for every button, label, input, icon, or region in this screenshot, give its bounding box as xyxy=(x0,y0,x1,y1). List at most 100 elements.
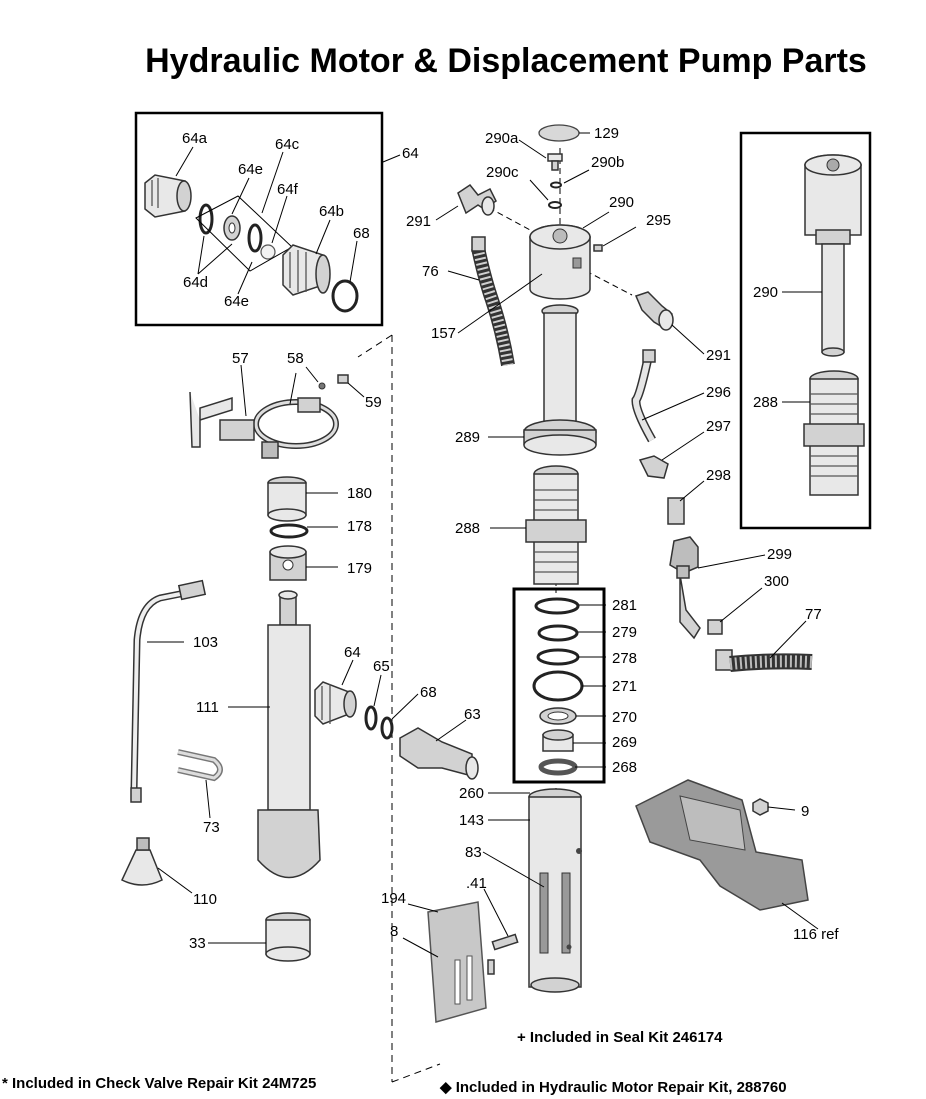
label-76: 76 xyxy=(422,263,439,280)
label-8: 8 xyxy=(390,923,398,940)
screw-41 xyxy=(491,933,519,951)
label-64f: 64f xyxy=(277,181,299,198)
elbow-297-shape xyxy=(638,455,669,479)
label-297: 297 xyxy=(706,418,731,435)
label-260: 260 xyxy=(459,785,484,802)
seat-64e-shape xyxy=(228,222,236,234)
label-65: 65 xyxy=(373,658,390,675)
screw-290a xyxy=(547,153,563,171)
fitting-64a-shape xyxy=(176,180,192,212)
exploded-parts-diagram-shape xyxy=(536,648,580,666)
exploded-parts-diagram-shape xyxy=(435,205,459,221)
pump-cylinder-143-shape xyxy=(566,944,572,950)
valve-110-shape xyxy=(121,849,163,886)
label-279: 279 xyxy=(612,624,637,641)
piston-rod-289 xyxy=(523,304,597,456)
cylinder-288-shape xyxy=(525,519,587,543)
label-288-box: 288 xyxy=(753,394,778,411)
nut-179-shape xyxy=(269,545,307,559)
label-111: 111 xyxy=(196,699,219,716)
elbow-291-top-shape xyxy=(481,196,495,216)
exploded-parts-diagram-shape xyxy=(197,235,233,275)
motor-head-290 xyxy=(529,224,591,300)
fitting-64b xyxy=(282,244,331,296)
housing-33-shape xyxy=(265,946,311,962)
label-64e: 64e xyxy=(238,161,263,178)
label-296: 296 xyxy=(706,384,731,401)
label-299: 299 xyxy=(767,546,792,563)
tube-296 xyxy=(631,349,656,443)
exploded-parts-diagram-shape xyxy=(175,146,194,177)
guard-8 xyxy=(427,901,495,1023)
seal-269-shape xyxy=(542,729,574,741)
label-83: 83 xyxy=(465,844,482,861)
exploded-parts-diagram-shape xyxy=(331,279,359,313)
nut-9-shape xyxy=(752,798,769,816)
label-33: 33 xyxy=(189,935,206,952)
label-64: 64 xyxy=(344,644,361,661)
label-157: 157 xyxy=(431,325,456,342)
fitting-63-shape xyxy=(465,756,479,780)
guard-8-shape xyxy=(454,959,461,1005)
label-278: 278 xyxy=(612,650,637,667)
exploded-parts-diagram-shape xyxy=(289,372,297,405)
label-103: 103 xyxy=(193,634,218,651)
clamp-57-shape xyxy=(297,397,321,413)
bracket-116-shape xyxy=(679,795,746,851)
label-291: 291 xyxy=(406,213,431,230)
motor-head-290-shape xyxy=(552,228,568,244)
label-64d: 64d xyxy=(183,274,208,291)
exploded-parts-diagram-shape xyxy=(483,888,509,937)
screw-290a-shape xyxy=(551,160,559,171)
pump-cylinder-143 xyxy=(528,788,582,993)
plug-295-shape xyxy=(593,244,603,252)
label-268: 268 xyxy=(612,759,637,776)
fitting-63-shape xyxy=(399,727,473,777)
hose-76-shape xyxy=(471,236,486,252)
oring-178 xyxy=(269,523,309,539)
hose-77-shape xyxy=(715,649,733,671)
pump-body-111 xyxy=(257,590,321,879)
label-300: 300 xyxy=(764,573,789,590)
exploded-parts-diagram-shape xyxy=(198,203,214,235)
motor-head-290-shape xyxy=(529,236,591,300)
pump-cylinder-143-shape xyxy=(539,872,549,954)
plug-295 xyxy=(593,244,603,252)
exploded-parts-diagram-shape xyxy=(402,937,439,958)
pump-body-111-shape xyxy=(278,590,298,600)
exploded-parts-diagram-shape xyxy=(518,139,547,159)
pump-cylinder-143-shape xyxy=(528,796,582,988)
fitting-298-shape xyxy=(667,497,685,525)
exploded-parts-diagram-shape xyxy=(671,324,705,355)
exploded-parts-diagram-shape xyxy=(602,226,637,247)
footnote-hydraulic-motor-kit: ◆ Included in Hydraulic Motor Repair Kit… xyxy=(439,1079,787,1096)
seat-64e xyxy=(223,215,241,241)
seal-270 xyxy=(539,707,577,725)
ball-64f xyxy=(260,244,276,260)
elbow-291-top xyxy=(457,183,497,216)
nut-179 xyxy=(269,545,307,581)
label-64e: 64e xyxy=(224,293,249,310)
tube-103 xyxy=(130,579,207,803)
exploded-parts-diagram-shape xyxy=(407,903,439,913)
label-73: 73 xyxy=(203,819,220,836)
exploded-parts-diagram-shape xyxy=(767,806,796,811)
exploded-parts-diagram-shape xyxy=(548,201,562,209)
label-290: 290 xyxy=(609,194,634,211)
fitting-298 xyxy=(667,497,685,525)
box-part-290-shape xyxy=(821,243,845,353)
sleeve-180-shape xyxy=(267,508,307,522)
piston-rod-289-shape xyxy=(543,312,577,424)
exploded-parts-diagram-shape xyxy=(582,211,610,229)
box-part-288 xyxy=(803,370,865,496)
bracket-116 xyxy=(635,779,809,911)
exploded-parts-diagram-shape xyxy=(231,177,250,215)
label-116-ref: 116 ref xyxy=(793,926,839,943)
label-270: 270 xyxy=(612,709,637,726)
exploded-parts-diagram-shape xyxy=(534,597,580,615)
valve-110 xyxy=(121,837,163,886)
clip-73 xyxy=(177,749,223,782)
clip-73-shape xyxy=(177,750,222,780)
label-59: 59 xyxy=(365,394,382,411)
